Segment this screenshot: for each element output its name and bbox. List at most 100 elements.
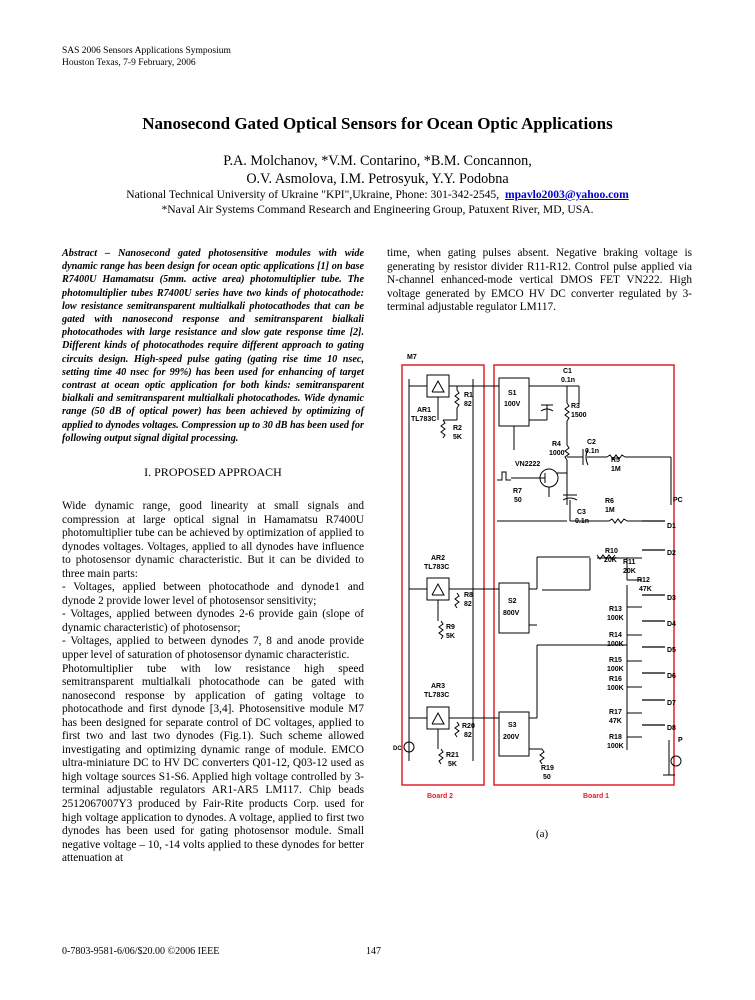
- r6-label: R6: [605, 498, 614, 505]
- pc-label: PC: [673, 497, 683, 504]
- s2-box: [498, 582, 530, 634]
- ar3-label: AR3: [431, 683, 445, 690]
- body-paragraph: - Voltages, applied between photocathode…: [62, 581, 364, 607]
- r20-label: R20: [462, 723, 475, 730]
- page-number: 147: [366, 946, 381, 957]
- r8-value: 82: [464, 601, 472, 608]
- ar1-label: AR1: [417, 407, 431, 414]
- r13-label: R13: [609, 606, 622, 613]
- d7-label: D7: [667, 700, 676, 707]
- s1-label: S1: [508, 390, 517, 397]
- authors-line-2: O.V. Asmolova, I.M. Petrosyuk, Y.Y. Podo…: [246, 171, 509, 187]
- affiliation-line-2: *Naval Air Systems Command Research and …: [161, 203, 594, 216]
- conference-line-1: SAS 2006 Sensors Applications Symposium: [62, 46, 231, 56]
- s2-label: S2: [508, 598, 517, 605]
- ar2-part: TL783C: [424, 564, 449, 571]
- conference-line-2: Houston Texas, 7-9 February, 2006: [62, 58, 196, 68]
- figure-caption: (a): [536, 828, 549, 840]
- p-label: P: [678, 737, 683, 744]
- authors-line-1: P.A. Molchanov, *V.M. Contarino, *B.M. C…: [223, 153, 532, 169]
- r2-label: R2: [453, 425, 462, 432]
- r8-label: R8: [464, 592, 473, 599]
- c3-label: C3: [577, 509, 586, 516]
- board1-outline: [493, 364, 675, 786]
- module-label: M7: [407, 354, 417, 361]
- r13-value: 100K: [607, 615, 624, 622]
- r4-value: 1000: [549, 450, 565, 457]
- ar2-box: [426, 577, 450, 601]
- c3-value: 0.1n: [575, 518, 589, 525]
- r21-value: 5K: [448, 761, 457, 768]
- s3-box: [498, 711, 530, 757]
- s3-value: 200V: [503, 734, 520, 741]
- r11-value: 20K: [623, 568, 636, 575]
- section-heading: I. PROPOSED APPROACH: [144, 465, 282, 479]
- r14-value: 100K: [607, 641, 624, 648]
- r18-label: R18: [609, 734, 622, 741]
- d6-label: D6: [667, 673, 676, 680]
- r10-label: R10: [605, 548, 618, 555]
- s3-label: S3: [508, 722, 517, 729]
- body-paragraph: Photomultiplier tube with low resistance…: [62, 662, 364, 865]
- ar1-box: [426, 374, 450, 398]
- body-paragraph: Wide dynamic range, good linearity at sm…: [62, 500, 364, 580]
- r17-label: R17: [609, 709, 622, 716]
- body-right-column: time, when gating pulses absent. Negativ…: [387, 247, 692, 314]
- r16-value: 100K: [607, 685, 624, 692]
- r11-label: R11: [623, 559, 636, 566]
- r5-value: 1M: [611, 466, 621, 473]
- d3-label: D3: [667, 595, 676, 602]
- body-paragraph: - Voltages, applied between dynodes 2-6 …: [62, 608, 364, 634]
- s1-value: 100V: [504, 401, 521, 408]
- r19-label: R19: [541, 765, 554, 772]
- d1-label: D1: [667, 523, 676, 530]
- r6-value: 1M: [605, 507, 615, 514]
- d2-label: D2: [667, 550, 676, 557]
- r20-value: 82: [464, 732, 472, 739]
- affiliations: National Technical University of Ukraine…: [0, 187, 755, 217]
- d8-label: D8: [667, 725, 676, 732]
- r17-value: 47K: [609, 718, 622, 725]
- r9-label: R9: [446, 624, 455, 631]
- board2-outline: [401, 364, 485, 786]
- r7-label: R7: [513, 488, 522, 495]
- affiliation-line-1: National Technical University of Ukraine…: [0, 187, 755, 202]
- c1-value: 0.1n: [561, 377, 575, 384]
- copyright-footer: 0-7803-9581-6/06/$20.00 ©2006 IEEE: [62, 946, 220, 957]
- d4-label: D4: [667, 621, 676, 628]
- r12-value: 47K: [639, 586, 652, 593]
- r1-value: 82: [464, 401, 472, 408]
- s2-value: 800V: [503, 610, 520, 617]
- authors: P.A. Molchanov, *V.M. Contarino, *B.M. C…: [0, 152, 755, 188]
- r14-label: R14: [609, 632, 622, 639]
- d5-label: D5: [667, 647, 676, 654]
- r16-label: R16: [609, 676, 622, 683]
- r9-value: 5K: [446, 633, 455, 640]
- c2-label: C2: [587, 439, 596, 446]
- board1-label: Board 1: [583, 793, 609, 800]
- r10-value: 20K: [604, 557, 617, 564]
- c2-value: 0.1n: [585, 448, 599, 455]
- r1-label: R1: [464, 392, 473, 399]
- affiliation-text: National Technical University of Ukraine…: [126, 188, 500, 201]
- transistor-label: VN2222: [515, 461, 540, 468]
- dynode-pins: [642, 520, 665, 726]
- r7-value: 50: [514, 497, 522, 504]
- r15-value: 100K: [607, 666, 624, 673]
- circuit-diagram: M7 C1 0.1n R1 82 AR1 TL783C R2 5K S1 100…: [393, 354, 683, 800]
- r3-value: 1500: [571, 412, 587, 419]
- conference-header: SAS 2006 Sensors Applications Symposium …: [62, 45, 231, 69]
- r18-value: 100K: [607, 743, 624, 750]
- r5-label: R5: [611, 457, 620, 464]
- r2-value: 5K: [453, 434, 462, 441]
- r4-label: R4: [552, 441, 561, 448]
- email-link[interactable]: mpavlo2003@yahoo.com: [504, 188, 629, 201]
- r3-label: R3: [571, 403, 580, 410]
- paper-title: Nanosecond Gated Optical Sensors for Oce…: [142, 114, 613, 133]
- c1-label: C1: [563, 368, 572, 375]
- r19-value: 50: [543, 774, 551, 781]
- abstract: Abstract – Nanosecond gated photosensiti…: [62, 248, 364, 444]
- ar1-part: TL783C: [411, 416, 436, 423]
- board2-label: Board 2: [427, 793, 453, 800]
- ar3-box: [426, 706, 450, 730]
